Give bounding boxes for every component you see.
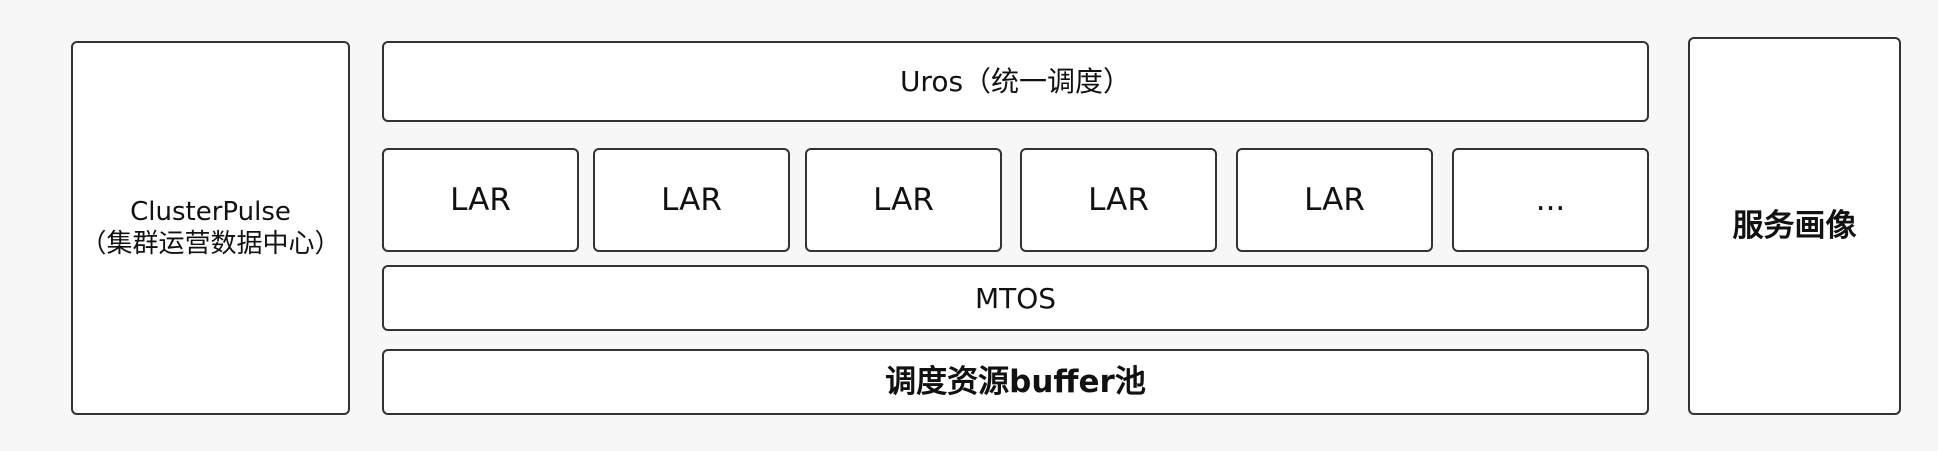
lar-box-1: LAR bbox=[382, 148, 579, 252]
ellipsis-box: ... bbox=[1452, 148, 1649, 252]
lar-box-4: LAR bbox=[1020, 148, 1217, 252]
lar-label-4: LAR bbox=[1088, 181, 1149, 218]
ellipsis-label: ... bbox=[1535, 181, 1566, 218]
buffer-pool-box: 调度资源buffer池 bbox=[382, 349, 1649, 415]
cluster-pulse-subtitle: （集群运营数据中心） bbox=[80, 229, 341, 259]
buffer-pool-label: 调度资源buffer池 bbox=[885, 363, 1146, 400]
uros-box: Uros（统一调度） bbox=[382, 41, 1649, 122]
cluster-pulse-title: ClusterPulse bbox=[130, 196, 291, 227]
lar-box-2: LAR bbox=[593, 148, 790, 252]
lar-label-2: LAR bbox=[661, 181, 722, 218]
lar-box-5: LAR bbox=[1236, 148, 1433, 252]
cluster-pulse-box: ClusterPulse （集群运营数据中心） bbox=[71, 41, 350, 415]
mtos-label: MTOS bbox=[974, 281, 1057, 315]
lar-label-3: LAR bbox=[873, 181, 934, 218]
lar-label-5: LAR bbox=[1304, 181, 1365, 218]
service-profile-label: 服务画像 bbox=[1732, 207, 1857, 244]
uros-label: Uros（统一调度） bbox=[899, 65, 1132, 98]
lar-label-1: LAR bbox=[450, 181, 511, 218]
lar-box-3: LAR bbox=[805, 148, 1002, 252]
mtos-box: MTOS bbox=[382, 265, 1649, 331]
service-profile-box: 服务画像 bbox=[1688, 37, 1901, 415]
